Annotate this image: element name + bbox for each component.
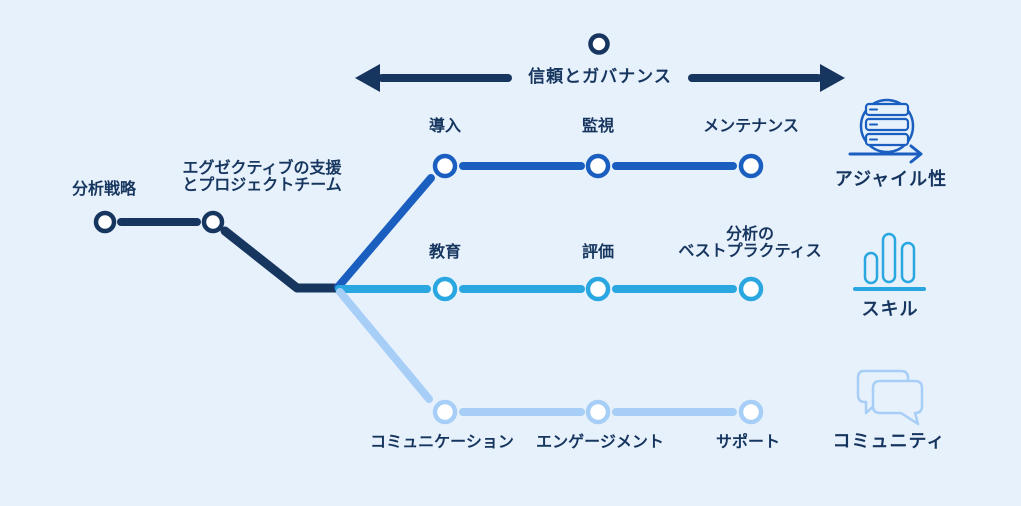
bar-chart-icon — [853, 232, 926, 291]
governance-axis — [355, 33, 845, 92]
chat-bubbles-icon — [856, 369, 924, 426]
agility-terminus-label: アジャイル性 — [834, 169, 948, 189]
agile-sprint-icon-row-3 — [864, 132, 910, 147]
trunk-station-circle-1 — [93, 210, 117, 234]
trunk-station-circle-2 — [201, 210, 225, 234]
community-terminus-label: コミュニティ — [832, 431, 946, 451]
bar-chart-icon-bar-1 — [863, 251, 879, 285]
agility-line — [334, 153, 764, 291]
skills-station-circle-3 — [738, 276, 764, 302]
agility-station-circle-3 — [738, 153, 764, 179]
governance-arrow-left-head — [355, 64, 380, 92]
bar-chart-icon-bar-2 — [881, 232, 897, 284]
skills-station-circle-2 — [585, 276, 611, 302]
trunk-bend-path — [220, 226, 345, 293]
community-station-circle-3 — [738, 399, 764, 425]
agility-station-label-3: メンテナンス — [703, 118, 799, 135]
skills-station-circle-1 — [432, 276, 458, 302]
community-station-label-2: エンゲージメント — [536, 434, 664, 451]
governance-station-circle — [588, 33, 610, 55]
community-station-circle-1 — [432, 399, 458, 425]
community-diagonal — [336, 288, 433, 403]
trunk-station-label-executive-support: エグゼクティブの支援 とプロジェクトチーム — [182, 160, 342, 194]
skills-line — [335, 276, 764, 302]
community-station-label-1: コミュニケーション — [370, 434, 514, 451]
agility-station-circle-2 — [585, 153, 611, 179]
governance-label: 信頼とガバナンス — [528, 67, 672, 86]
trunk-line — [93, 210, 345, 293]
community-line — [336, 288, 764, 425]
skills-station-label-3: 分析の ベストプラクティス — [678, 226, 822, 260]
bar-chart-icon-bar-3 — [900, 241, 916, 284]
governance-arrow-right-head — [820, 64, 845, 92]
trunk-station-label-analytics-strategy: 分析戦略 — [71, 181, 137, 198]
skills-terminus-label: スキル — [861, 299, 919, 319]
skills-station-label-2: 評価 — [581, 244, 615, 261]
agile-sprint-icon-arrow-head — [909, 144, 923, 164]
community-station-circle-2 — [585, 399, 611, 425]
community-station-label-3: サポート — [715, 434, 781, 451]
skills-station-label-1: 教育 — [428, 244, 462, 261]
agility-station-label-1: 導入 — [428, 118, 462, 135]
agile-sprint-icon — [848, 98, 923, 164]
agile-sprint-icon-row-1 — [864, 102, 910, 117]
chat-bubbles-icon-front-bubble — [871, 379, 924, 426]
agility-station-label-2: 監視 — [581, 118, 615, 135]
agility-diagonal — [334, 174, 435, 291]
agile-sprint-icon-circle — [859, 98, 915, 154]
agile-sprint-icon-row-2 — [864, 117, 910, 132]
agility-station-circle-1 — [432, 153, 458, 179]
